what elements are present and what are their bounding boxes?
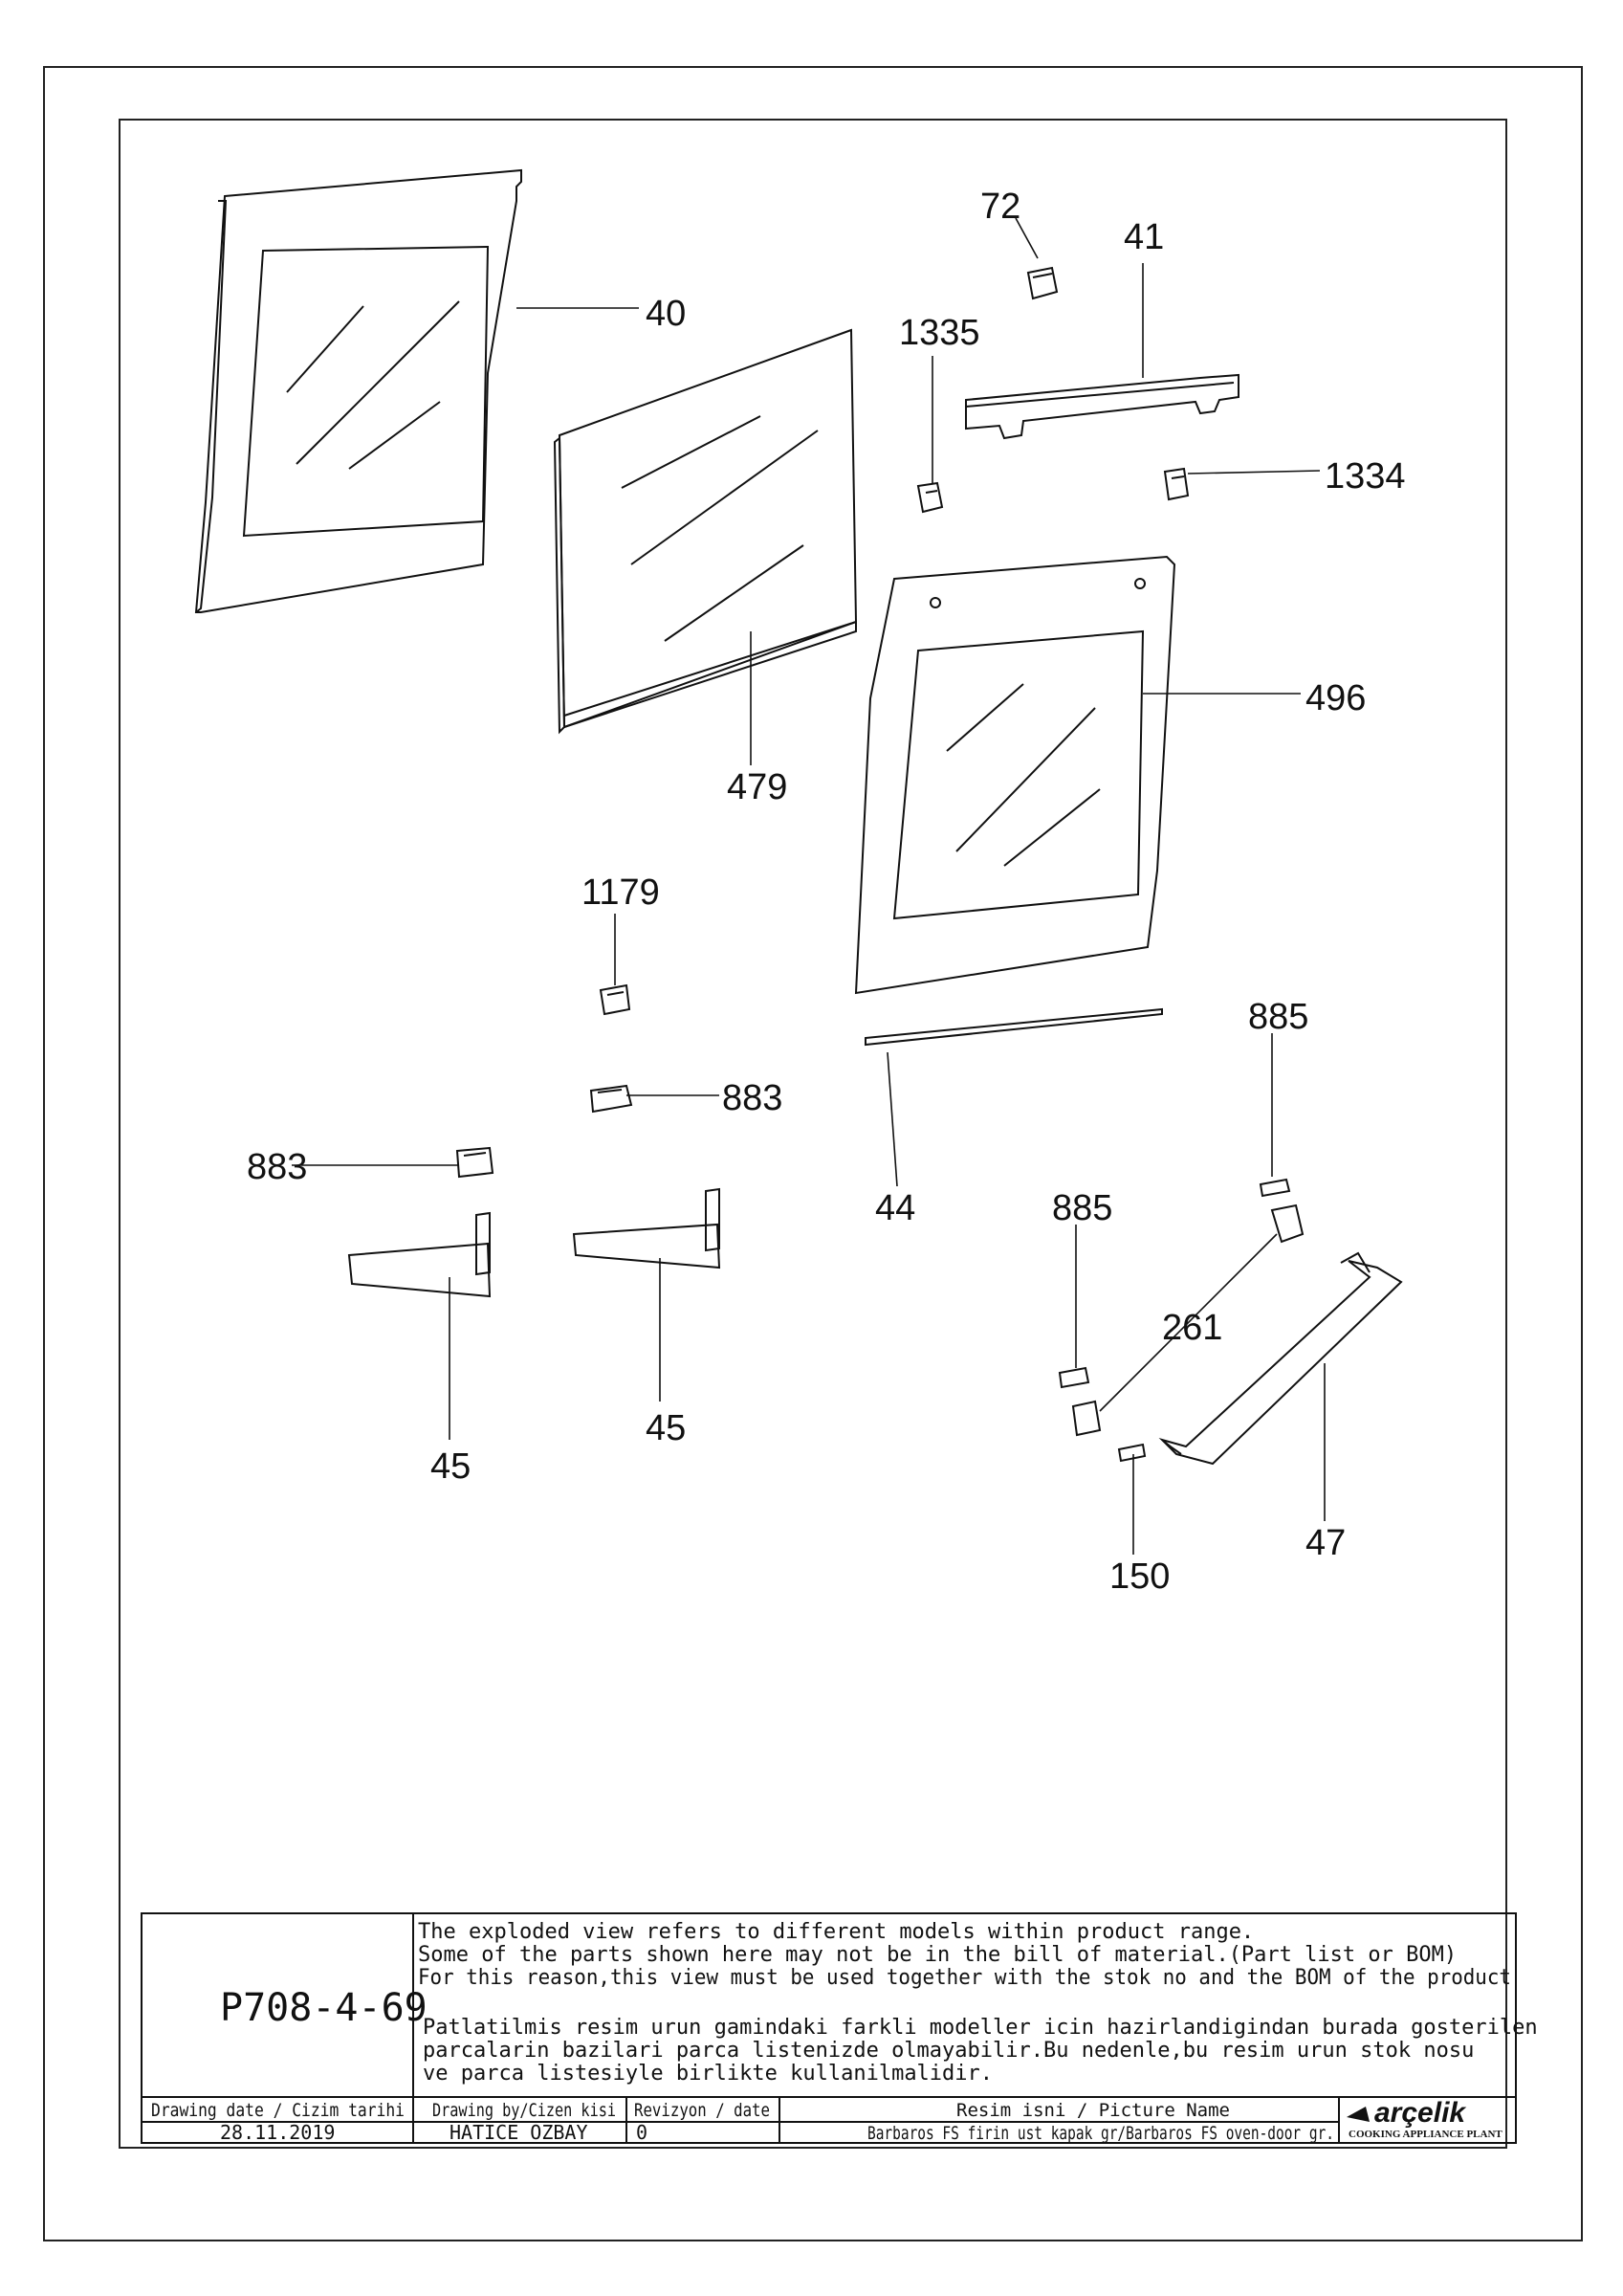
part-885-lower — [1058, 1366, 1090, 1389]
callout-1179: 1179 — [581, 872, 660, 913]
callout-885-upper: 885 — [1248, 997, 1308, 1037]
callout-883-left: 883 — [247, 1147, 307, 1187]
callout-44: 44 — [875, 1188, 915, 1228]
callout-883-right: 883 — [722, 1078, 782, 1118]
brand-logo: arçelik — [1374, 2097, 1466, 2129]
value-picture-name: Barbaros FS firin ust kapak gr/Barbaros … — [867, 2123, 1334, 2144]
part-47-handle — [1158, 1251, 1403, 1466]
part-1179 — [599, 983, 631, 1016]
outer-frame — [43, 66, 1583, 2241]
callout-labels: 40 72 41 1335 1334 479 496 1179 883 883 … — [247, 187, 1406, 1597]
header-picture-name: Resim isni / Picture Name — [956, 2100, 1230, 2121]
note-en-line-3: For this reason,this view must be used t… — [418, 1966, 1511, 1990]
part-479-inner-glass — [553, 328, 858, 735]
plant-label: COOKING APPLIANCE PLANT — [1349, 2129, 1502, 2140]
brand-logo-icon — [1347, 2107, 1370, 2122]
value-drawing-date: 28.11.2019 — [220, 2121, 335, 2144]
callout-1334: 1334 — [1325, 456, 1406, 497]
callout-45-left: 45 — [430, 1446, 471, 1487]
part-40-front-glass — [194, 168, 522, 613]
part-150 — [1117, 1443, 1147, 1463]
part-41-top-profile — [965, 373, 1239, 440]
drawing-number: P708-4-69 — [220, 1986, 428, 2030]
callout-47: 47 — [1305, 1523, 1346, 1563]
part-45-left-hinge — [347, 1211, 492, 1298]
callout-41: 41 — [1124, 217, 1164, 257]
header-revision: Revizyon / date — [634, 2100, 770, 2121]
callout-261: 261 — [1162, 1308, 1222, 1348]
note-tr-line-3: ve parca listesiyle birlikte kullanilmal… — [423, 2062, 993, 2086]
part-261-lower — [1071, 1400, 1102, 1437]
part-44-strip — [865, 1007, 1163, 1047]
part-1335 — [916, 481, 944, 514]
callout-45-right: 45 — [646, 1408, 686, 1448]
part-261-upper — [1270, 1203, 1305, 1244]
title-block — [141, 1912, 1517, 2144]
part-885-upper — [1259, 1178, 1291, 1198]
note-tr-line-2: parcalarin bazilari parca listenizde olm… — [423, 2039, 1474, 2063]
header-drawing-date: Drawing date / Cizim tarihi — [151, 2100, 405, 2121]
value-drawing-by: HATICE OZBAY — [450, 2121, 588, 2144]
inner-frame — [119, 119, 1507, 2149]
title-block-text: P708-4-69 The exploded view refers to di… — [151, 1920, 1538, 2144]
part-883-left — [455, 1146, 494, 1179]
callout-496: 496 — [1305, 678, 1366, 718]
note-en-line-1: The exploded view refers to different mo… — [418, 1920, 1254, 1944]
part-72 — [1026, 266, 1059, 300]
value-revision: 0 — [636, 2121, 647, 2144]
callout-40: 40 — [646, 294, 686, 334]
callout-150: 150 — [1109, 1556, 1170, 1597]
part-883-right — [589, 1084, 633, 1114]
callout-885-lower: 885 — [1052, 1188, 1112, 1228]
callout-72: 72 — [980, 187, 1020, 227]
note-en-line-2: Some of the parts shown here may not be … — [418, 1943, 1457, 1967]
part-1334 — [1163, 467, 1190, 501]
callout-479: 479 — [727, 767, 787, 807]
part-496-inner-door — [854, 555, 1176, 995]
note-tr-line-1: Patlatilmis resim urun gamindaki farkli … — [423, 2016, 1538, 2040]
callout-1335: 1335 — [899, 313, 980, 353]
part-45-right-hinge — [572, 1187, 721, 1269]
header-drawing-by: Drawing by/Cizen kisi — [432, 2100, 616, 2121]
leader-lines — [292, 217, 1326, 1555]
